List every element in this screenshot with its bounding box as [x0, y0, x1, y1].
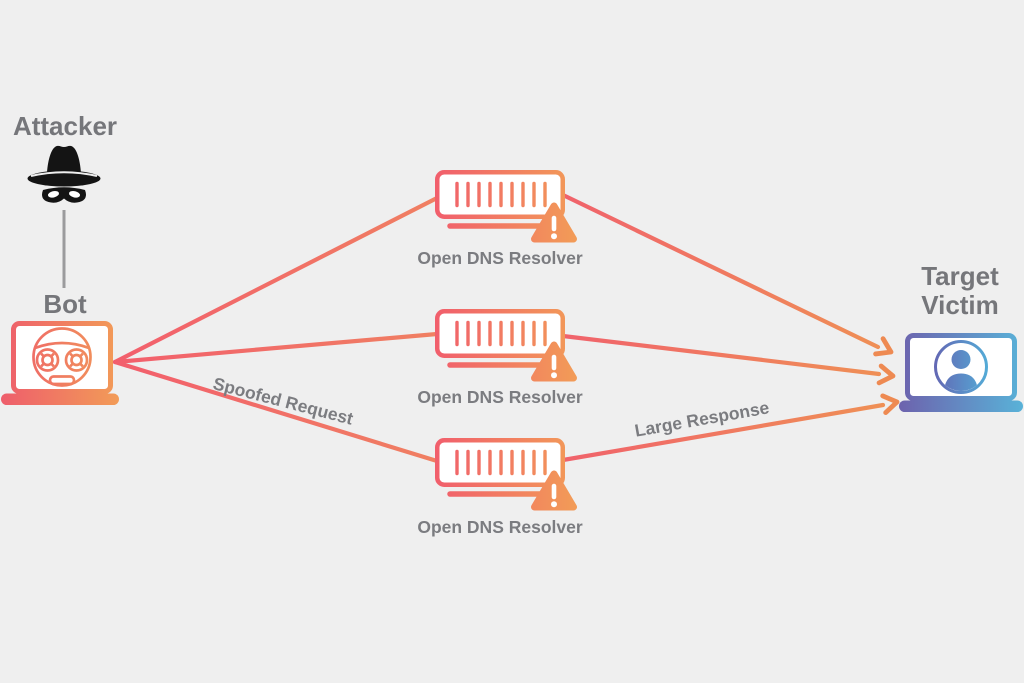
bot-laptop-icon	[1, 321, 119, 405]
bot-label: Bot	[43, 289, 87, 319]
wire-resolver-3-to-victim	[560, 402, 886, 463]
wire-bot-to-resolver-3	[112, 359, 440, 464]
dns-server-3-icon	[427, 437, 579, 515]
attacker-label: Attacker	[12, 111, 118, 141]
victim-laptop-icon	[899, 333, 1023, 412]
person-icon	[934, 340, 988, 394]
resolver-2-label: Open DNS Resolver	[417, 387, 583, 407]
attacker-spy-icon	[27, 145, 101, 203]
wire-bot-to-resolver-2	[112, 331, 440, 365]
victim-label: Target Victim	[921, 261, 999, 320]
wire-resolver-2-to-victim	[560, 333, 882, 377]
robot-face-icon	[32, 327, 92, 387]
arrowhead-top-icon	[873, 336, 894, 357]
arrowhead-middle-icon	[876, 363, 896, 386]
resolver-3-label: Open DNS Resolver	[417, 517, 583, 537]
resolver-1-label: Open DNS Resolver	[417, 248, 583, 268]
arrowhead-bottom-icon	[880, 393, 900, 416]
dns-server-1-icon	[427, 169, 579, 247]
wire-bot-to-resolver-1	[112, 195, 440, 365]
dns-server-2-icon	[427, 308, 579, 386]
wire-resolver-1-to-victim	[560, 192, 881, 350]
